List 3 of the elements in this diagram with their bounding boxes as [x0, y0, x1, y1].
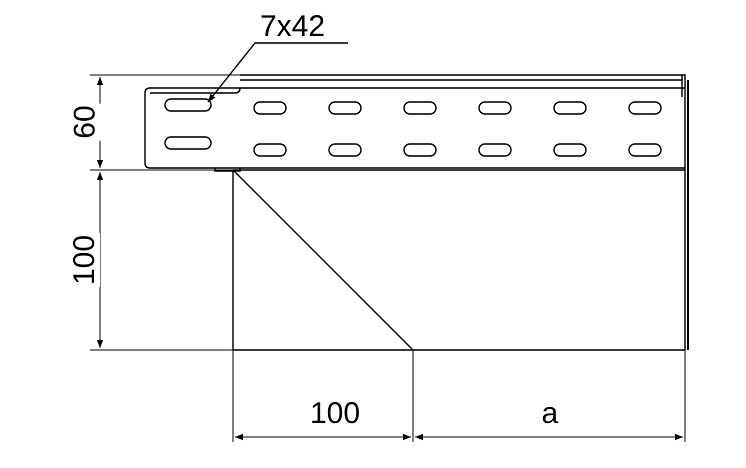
leader-line	[207, 42, 348, 102]
slot	[164, 98, 212, 112]
dimension-text: 100	[70, 232, 100, 288]
